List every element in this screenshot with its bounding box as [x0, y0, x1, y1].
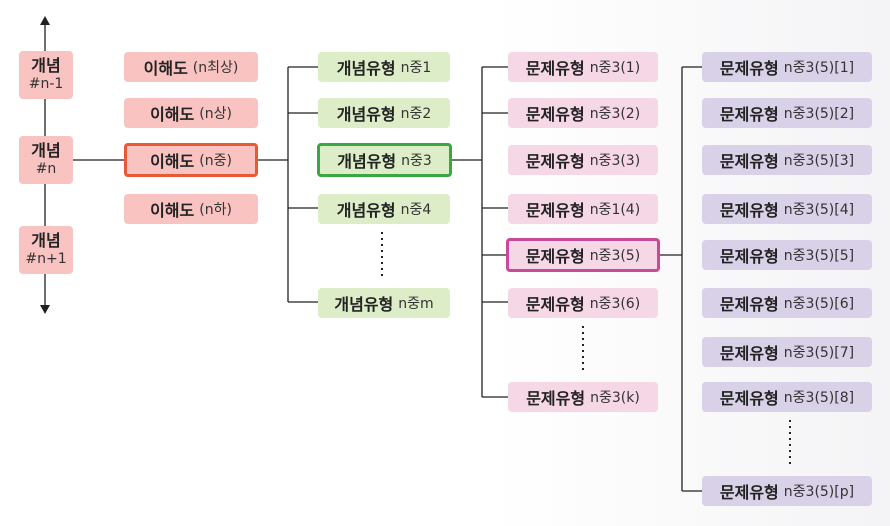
- axis-arrow-down-icon: [40, 305, 50, 314]
- problem-type-label: 문제유형: [525, 295, 585, 314]
- sub-type-code: n중3(5)[8]: [783, 390, 855, 406]
- concept-type-label: 개념유형: [334, 295, 394, 314]
- sub-type-p: 문제유형 n중3(5)[p]: [702, 476, 872, 506]
- sub-type-label: 문제유형: [719, 483, 779, 502]
- concept-type-code: n중3: [401, 153, 432, 169]
- concept-index: #n-1: [28, 76, 64, 92]
- sub-type-code: n중3(5)[3]: [783, 153, 855, 169]
- problem-type-code: n중3(3): [589, 153, 641, 169]
- understanding-mid-highlighted: 이해도 (n중): [124, 143, 258, 177]
- concept-type-code: n중2: [400, 106, 432, 122]
- sub-type-code: n중3(5)[4]: [783, 202, 855, 218]
- problem-type-label: 문제유형: [525, 247, 585, 266]
- sub-type-code: n중3(5)[2]: [783, 106, 855, 122]
- sub-type-label: 문제유형: [719, 389, 779, 408]
- problem-type-label: 문제유형: [525, 201, 585, 220]
- understanding-level: (n하): [199, 202, 232, 218]
- axis-arrow-up-icon: [40, 16, 50, 25]
- concept-type-code: n중1: [400, 60, 432, 76]
- concept-type-3-highlighted: 개념유형 n중3: [317, 143, 452, 177]
- problem-type-2: 문제유형 n중3(2): [508, 98, 658, 128]
- concept-index: #n+1: [25, 251, 67, 267]
- problem-type-5-highlighted: 문제유형 n중3(5): [506, 238, 660, 272]
- understanding-high: 이해도 (n상): [124, 98, 258, 128]
- problem-type-code: n중3(1): [589, 60, 641, 76]
- understanding-level: (n상): [199, 106, 232, 122]
- sub-type-1: 문제유형 n중3(5)[1]: [702, 52, 872, 82]
- sub-type-5: 문제유형 n중3(5)[5]: [702, 240, 872, 270]
- problem-type-1: 문제유형 n중3(1): [508, 52, 658, 82]
- concept-type-code: n중m: [398, 296, 434, 312]
- concept-n-minus-1: 개념 #n-1: [19, 51, 73, 99]
- concept-type-m: 개념유형 n중m: [318, 288, 450, 318]
- sub-type-code: n중3(5)[6]: [783, 296, 855, 312]
- sub-type-3: 문제유형 n중3(5)[3]: [702, 145, 872, 175]
- concept-type-4: 개념유형 n중4: [318, 194, 450, 224]
- problem-type-3: 문제유형 n중3(3): [508, 145, 658, 175]
- concept-type-1: 개념유형 n중1: [318, 52, 450, 82]
- concept-type-label: 개념유형: [336, 201, 396, 220]
- concept-label: 개념: [31, 141, 61, 160]
- problem-type-code: n중3(k): [590, 390, 640, 406]
- problem-type-label: 문제유형: [525, 105, 585, 124]
- concept-type-label: 개념유형: [336, 59, 396, 78]
- understanding-label: 이해도: [143, 59, 188, 78]
- concept-n-plus-1: 개념 #n+1: [19, 226, 73, 274]
- sub-type-label: 문제유형: [719, 344, 779, 363]
- sub-type-label: 문제유형: [719, 295, 779, 314]
- concept-type-code: n중4: [400, 202, 432, 218]
- problem-type-code: n중3(5): [589, 248, 641, 264]
- problem-type-4: 문제유형 n중1(4): [508, 194, 658, 224]
- concept-type-label: 개념유형: [337, 152, 397, 171]
- sub-type-label: 문제유형: [719, 152, 779, 171]
- sub-type-6: 문제유형 n중3(5)[6]: [702, 288, 872, 318]
- sub-type-4: 문제유형 n중3(5)[4]: [702, 194, 872, 224]
- problem-type-label: 문제유형: [525, 152, 585, 171]
- problem-type-6: 문제유형 n중3(6): [508, 288, 658, 318]
- sub-type-code: n중3(5)[5]: [783, 248, 855, 264]
- sub-type-label: 문제유형: [719, 59, 779, 78]
- sub-type-label: 문제유형: [719, 201, 779, 220]
- sub-type-label: 문제유형: [719, 105, 779, 124]
- sub-type-label: 문제유형: [719, 247, 779, 266]
- sub-type-code: n중3(5)[1]: [783, 60, 855, 76]
- problem-type-label: 문제유형: [525, 59, 585, 78]
- understanding-level: (n최상): [192, 60, 239, 76]
- understanding-label: 이해도: [150, 201, 195, 220]
- problem-type-code: n중3(2): [589, 106, 641, 122]
- problem-type-k: 문제유형 n중3(k): [508, 382, 658, 412]
- understanding-low: 이해도 (n하): [124, 194, 258, 224]
- problem-type-code: n중3(6): [589, 296, 641, 312]
- sub-type-code: n중3(5)[7]: [783, 345, 855, 361]
- problem-type-label: 문제유형: [526, 389, 586, 408]
- sub-type-7: 문제유형 n중3(5)[7]: [702, 337, 872, 367]
- concept-label: 개념: [31, 56, 61, 75]
- understanding-top: 이해도 (n최상): [124, 52, 258, 82]
- understanding-label: 이해도: [150, 105, 195, 124]
- concept-label: 개념: [31, 231, 61, 250]
- understanding-level: (n중): [199, 153, 232, 169]
- concept-type-label: 개념유형: [336, 105, 396, 124]
- sub-type-code: n중3(5)[p]: [783, 484, 855, 500]
- understanding-label: 이해도: [150, 152, 195, 171]
- sub-type-2: 문제유형 n중3(5)[2]: [702, 98, 872, 128]
- concept-index: #n: [35, 161, 57, 177]
- concept-type-2: 개념유형 n중2: [318, 98, 450, 128]
- problem-type-code: n중1(4): [589, 202, 641, 218]
- sub-type-8: 문제유형 n중3(5)[8]: [702, 382, 872, 412]
- concept-n: 개념 #n: [19, 136, 73, 184]
